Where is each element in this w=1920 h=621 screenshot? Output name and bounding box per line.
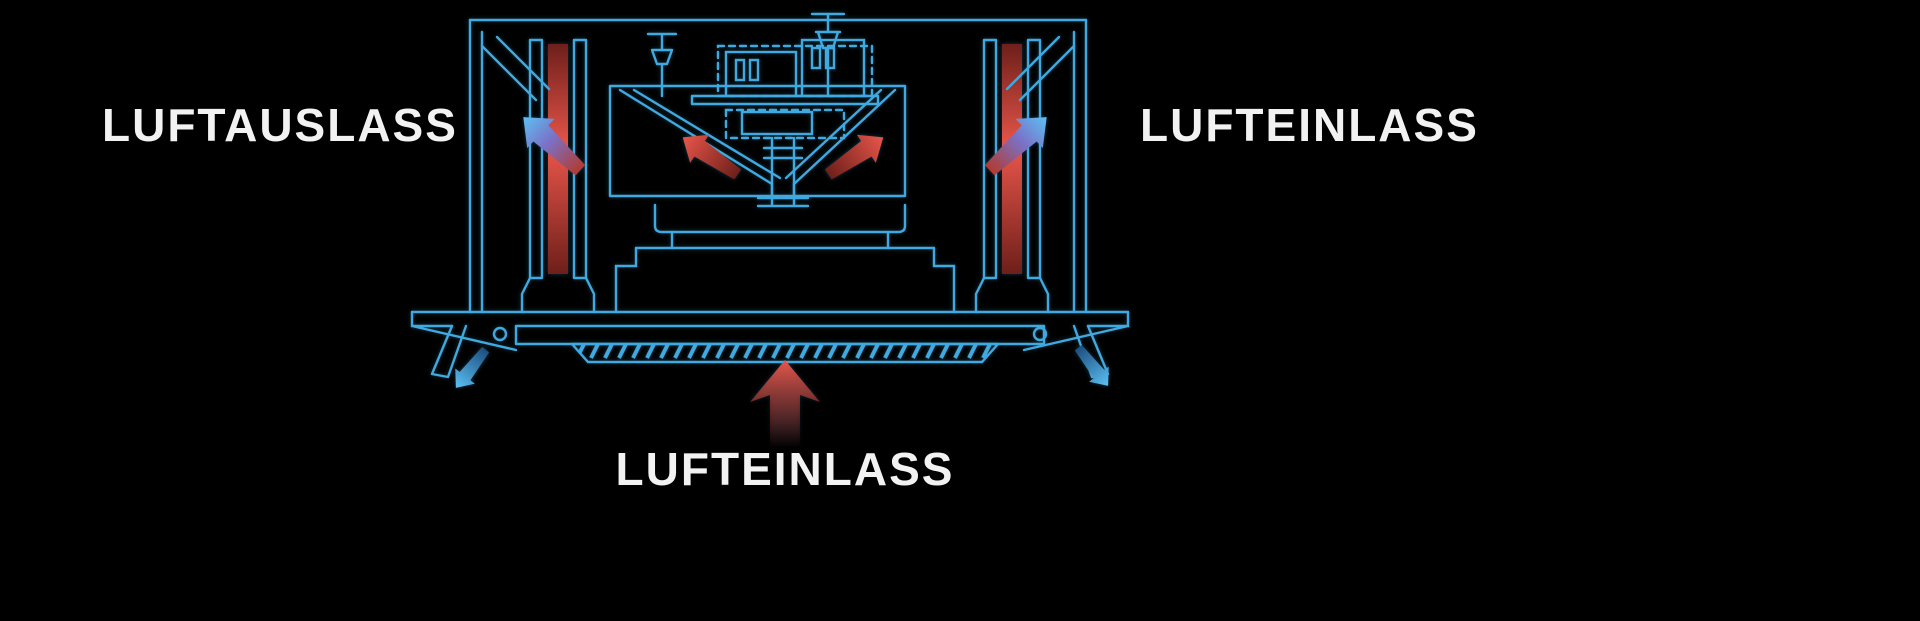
hot-air-arrow-right	[818, 123, 893, 189]
exhaust-arrow-bottom-right	[1068, 340, 1118, 394]
label-lufteinlass-bottom: LUFTEINLASS	[615, 443, 955, 495]
exhaust-arrow-bottom-left	[446, 342, 496, 396]
hot-air-arrow-left	[673, 123, 748, 189]
label-luftauslass-left: LUFTAUSLASS	[102, 99, 458, 151]
intake-grille-hatch	[572, 344, 998, 362]
base-plate	[410, 310, 1130, 379]
airflow-arrows	[446, 102, 1118, 448]
intake-arrow-bottom-center	[750, 360, 820, 448]
fan-motor-assembly	[646, 12, 880, 208]
funnel-hopper	[608, 84, 907, 198]
label-lufteinlass-right: LUFTEINLASS	[1140, 99, 1479, 151]
lower-tray	[614, 203, 956, 314]
